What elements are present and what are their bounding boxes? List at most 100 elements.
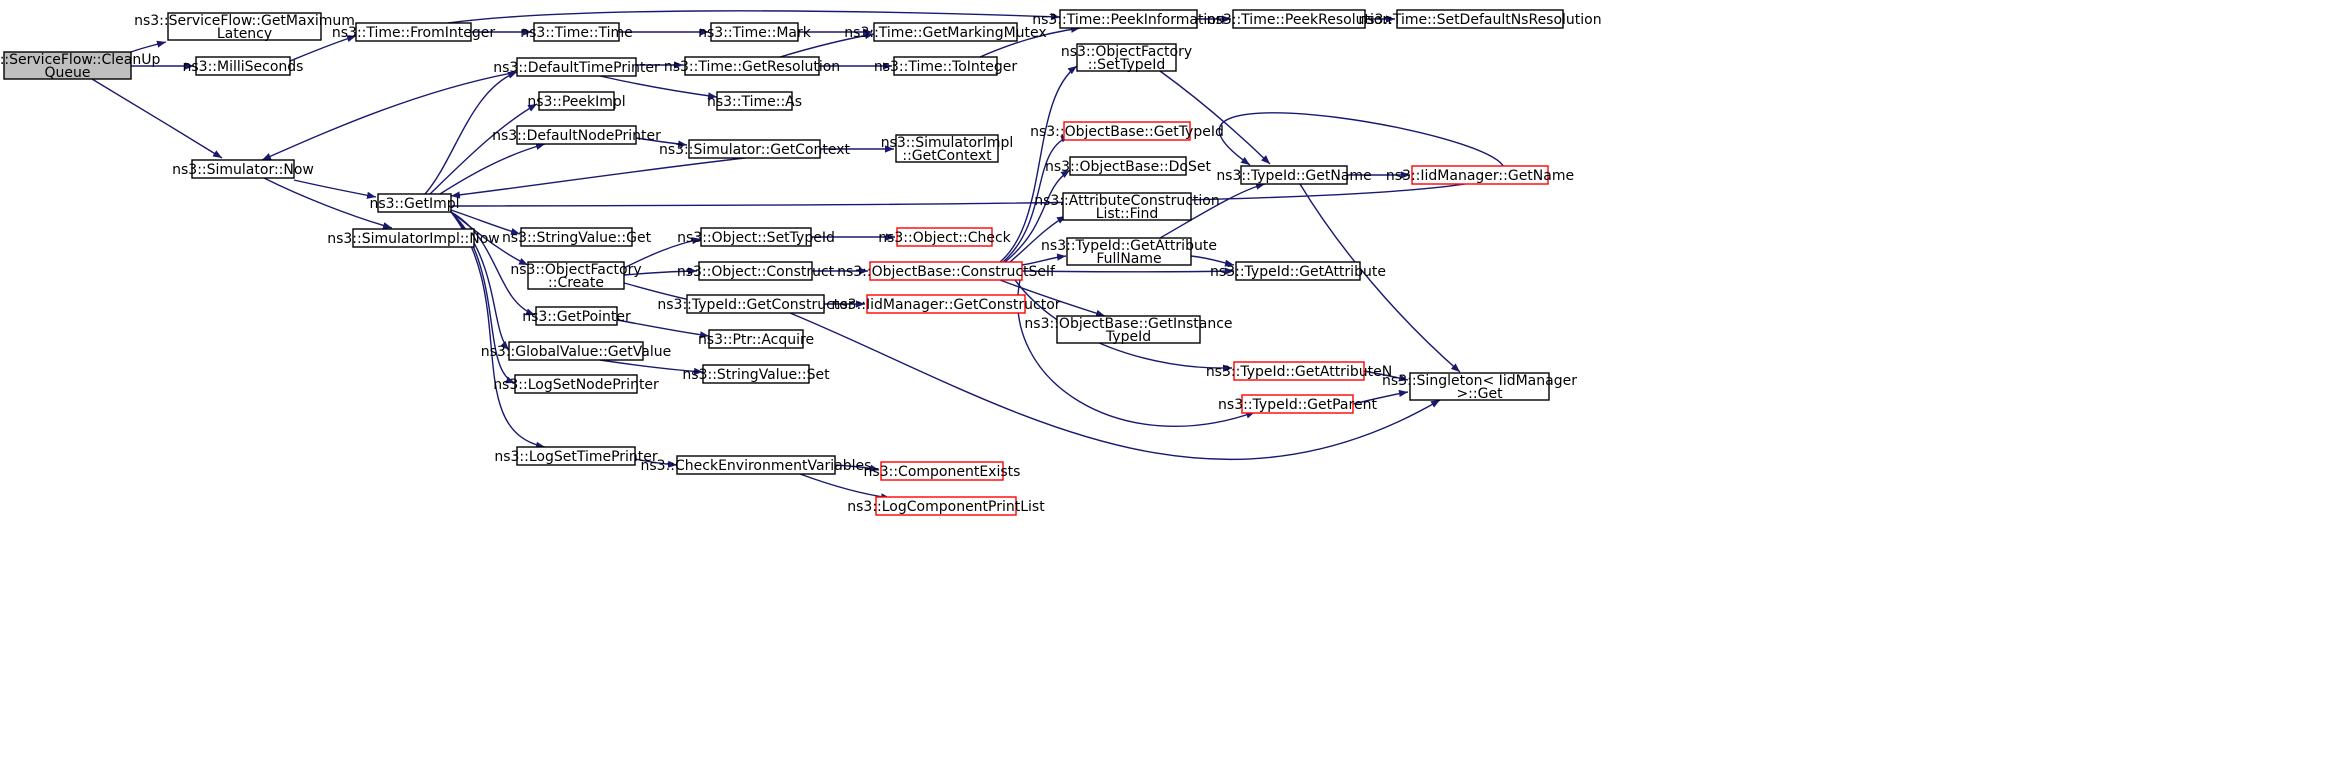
node-ofsettid[interactable]: ns3::ObjectFactory::SetTypeId [1061, 43, 1192, 73]
node-logcpl[interactable]: ns3::LogComponentPrintList [847, 496, 1045, 516]
edge-deftp-to-simnow [261, 71, 518, 161]
node-box-toint [893, 56, 998, 76]
node-getres[interactable]: ns3::Time::GetResolution [664, 56, 840, 76]
node-label-obgetitid-line-2: TypeId [1105, 329, 1151, 345]
node-ptracq[interactable]: ns3::Ptr::Acquire [698, 329, 814, 349]
node-objsettid[interactable]: ns3::Object::SetTypeId [677, 227, 835, 247]
node-millis[interactable]: ns3::MilliSeconds [183, 56, 304, 76]
node-box-strset [702, 364, 810, 384]
node-setdefres[interactable]: ns3::Time::SetDefaultNsResolution [1358, 9, 1602, 29]
edge-getimpl-to-strget [450, 209, 521, 235]
node-compexists[interactable]: ns3::ComponentExists [864, 461, 1021, 481]
node-ofcreate[interactable]: ns3::ObjectFactory::Create [510, 261, 642, 291]
node-singleton[interactable]: ns3::Singleton< IidManager>::Get [1382, 372, 1577, 402]
node-simnow[interactable]: ns3::Simulator::Now [172, 159, 314, 179]
node-timeas[interactable]: ns3::Time::As [707, 91, 802, 111]
node-strset[interactable]: ns3::StringValue::Set [682, 364, 830, 384]
node-label-deftp: ns3::DefaultTimePrinter [493, 60, 660, 76]
node-box-logstp [516, 446, 636, 466]
node-box-strget [520, 227, 633, 247]
node-label-fromint: ns3::Time::FromInteger [332, 25, 495, 41]
node-obgettid[interactable]: ns3::ObjectBase::GetTypeId [1030, 121, 1224, 141]
node-label-timetime: ns3::Time::Time [520, 25, 632, 41]
edge-ofcreate-to-objconstruct [623, 267, 698, 276]
node-box-simimplnow [352, 228, 475, 248]
node-label-iidgetctor: ns3::IidManager::GetConstructor [831, 297, 1060, 313]
node-box-obgettid [1063, 121, 1191, 141]
node-getptr[interactable]: ns3::GetPointer [522, 306, 631, 326]
node-box-fromint [355, 22, 472, 42]
node-box-deftp [516, 57, 637, 77]
node-tidgetctor[interactable]: ns3::TypeId::GetConstructor [657, 294, 854, 314]
edge-gvget-to-strset [599, 359, 704, 375]
node-box-objconstruct [698, 261, 813, 281]
node-box-ofcreate [527, 261, 625, 290]
node-box-ptracq [708, 329, 804, 349]
edge-getimpl-to-ofcreate [450, 211, 529, 266]
node-tidgetname[interactable]: ns3::TypeId::GetName [1216, 165, 1372, 185]
node-label-obgettid: ns3::ObjectBase::GetTypeId [1030, 124, 1224, 140]
node-label-peekres: ns3::Time::PeekResolution [1207, 12, 1392, 28]
node-simimplnow[interactable]: ns3::SimulatorImpl::Now [327, 228, 500, 248]
node-obconstructself[interactable]: ns3::ObjectBase::ConstructSelf [837, 261, 1056, 281]
node-label-iidgetname: ns3::IidManager::GetName [1386, 168, 1574, 184]
edge-getimpl-to-defnp [439, 142, 546, 195]
node-defnp[interactable]: ns3::DefaultNodePrinter [492, 125, 661, 145]
node-label-logcpl: ns3::LogComponentPrintList [847, 499, 1045, 515]
node-box-simnow [191, 159, 295, 179]
node-box-tidgetafn [1066, 237, 1192, 266]
node-tidgetattr[interactable]: ns3::TypeId::GetAttribute [1210, 261, 1386, 281]
node-label-timeas: ns3::Time::As [707, 94, 802, 110]
node-objcheck[interactable]: ns3::Object::Check [878, 227, 1012, 247]
edge-fromint-to-peekinfo [447, 10, 1061, 24]
edge-tidgetctor-to-singleton [789, 312, 1441, 460]
node-getmm[interactable]: ns3::Time::GetMarkingMutex [844, 22, 1047, 42]
node-logstp[interactable]: ns3::LogSetTimePrinter [494, 446, 658, 466]
node-deftp[interactable]: ns3::DefaultTimePrinter [493, 57, 660, 77]
edge-obconstructself-to-tidgetattrn [1014, 279, 1233, 372]
node-simimplgetctx[interactable]: ns3::SimulatorImpl::GetContext [881, 134, 1014, 164]
edge-cleanup-to-simnow [91, 78, 223, 159]
node-simgetctx[interactable]: ns3::Simulator::GetContext [659, 139, 851, 159]
node-label-obdoset: ns3::ObjectBase::DoSet [1045, 159, 1211, 175]
edge-getimpl-to-logstp [450, 211, 546, 449]
node-fromint[interactable]: ns3::Time::FromInteger [332, 22, 495, 42]
edge-toint-to-peekinfo [979, 25, 1081, 58]
node-logsnp[interactable]: ns3::LogSetNodePrinter [493, 374, 659, 394]
node-tidgetparent[interactable]: ns3::TypeId::GetParent [1218, 394, 1377, 414]
node-label-simimplgetctx-line-2: ::GetContext [902, 148, 992, 164]
node-checkenv[interactable]: ns3::CheckEnvironmentVariables [641, 455, 872, 475]
node-box-logcpl [875, 496, 1017, 516]
edges-layer [91, 10, 1505, 501]
node-iidgetctor[interactable]: ns3::IidManager::GetConstructor [831, 294, 1061, 314]
node-tidgetattrn[interactable]: ns3::TypeId::GetAttributeN [1206, 361, 1392, 381]
edge-checkenv-to-compexists [834, 464, 880, 472]
node-peekinfo[interactable]: ns3::Time::PeekInformation [1032, 9, 1225, 29]
node-peekimpl[interactable]: ns3::PeekImpl [527, 91, 626, 111]
node-label-obgetitid-line-1: ns3::ObjectBase::GetInstance [1024, 316, 1232, 332]
node-gvget[interactable]: ns3::GlobalValue::GetValue [481, 341, 671, 361]
node-label-toint: ns3::Time::ToInteger [874, 59, 1018, 75]
node-iidgetname[interactable]: ns3::IidManager::GetName [1386, 165, 1574, 185]
edge-simnow-to-simimplnow [263, 177, 393, 229]
edge-tidgetparent-to-singleton [1352, 389, 1409, 405]
node-toint[interactable]: ns3::Time::ToInteger [874, 56, 1018, 76]
node-label-peekinfo: ns3::Time::PeekInformation [1032, 12, 1225, 28]
node-peekres[interactable]: ns3::Time::PeekResolution [1207, 9, 1392, 29]
node-timemark[interactable]: ns3::Time::Mark [698, 22, 812, 42]
node-timetime[interactable]: ns3::Time::Time [520, 22, 633, 42]
node-box-tidgetparent [1241, 394, 1354, 414]
node-box-objcheck [896, 227, 993, 247]
node-strget[interactable]: ns3::StringValue::Get [502, 227, 652, 247]
node-label-simimplnow: ns3::SimulatorImpl::Now [327, 231, 500, 247]
node-label-tidgetattrn: ns3::TypeId::GetAttributeN [1206, 364, 1392, 380]
node-objconstruct[interactable]: ns3::Object::Construct [677, 261, 835, 281]
node-getimpl[interactable]: ns3::GetImpl [369, 193, 460, 213]
node-obdoset[interactable]: ns3::ObjectBase::DoSet [1045, 156, 1211, 176]
node-box-tidgetname [1240, 165, 1348, 185]
